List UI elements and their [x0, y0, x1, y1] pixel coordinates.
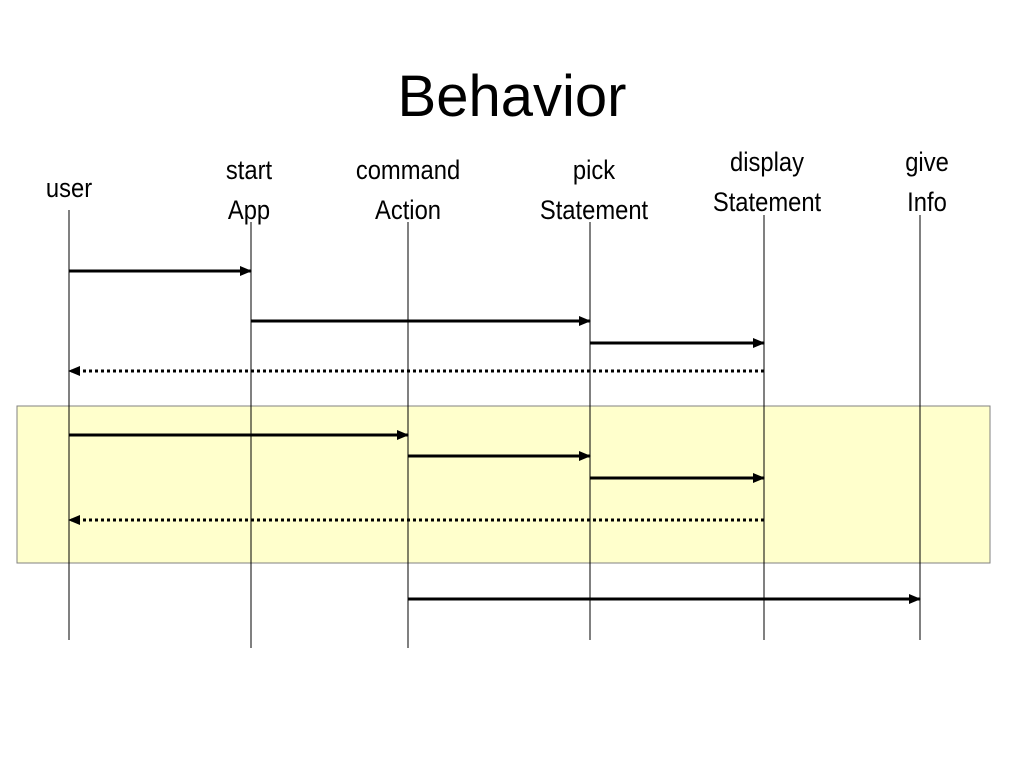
page-title: Behavior — [397, 64, 627, 129]
lifeline-label-line: Action — [374, 195, 442, 225]
lifeline-label-line: Statement — [539, 195, 649, 225]
lifeline-label-line: command — [355, 155, 461, 185]
lifeline-label-line: pick — [572, 155, 616, 185]
lifeline-label-line: display — [730, 147, 804, 177]
lifeline-label-line: give — [905, 147, 949, 177]
loop-region — [16, 405, 991, 564]
lifeline-label-user: user — [46, 168, 92, 208]
lifeline-label-line: Statement — [712, 187, 822, 217]
lifeline-label-line: start — [225, 155, 273, 185]
lifeline-label-line: user — [45, 173, 93, 203]
lifeline-label-line: Info — [907, 187, 947, 217]
lifeline-label-line: App — [227, 195, 271, 225]
